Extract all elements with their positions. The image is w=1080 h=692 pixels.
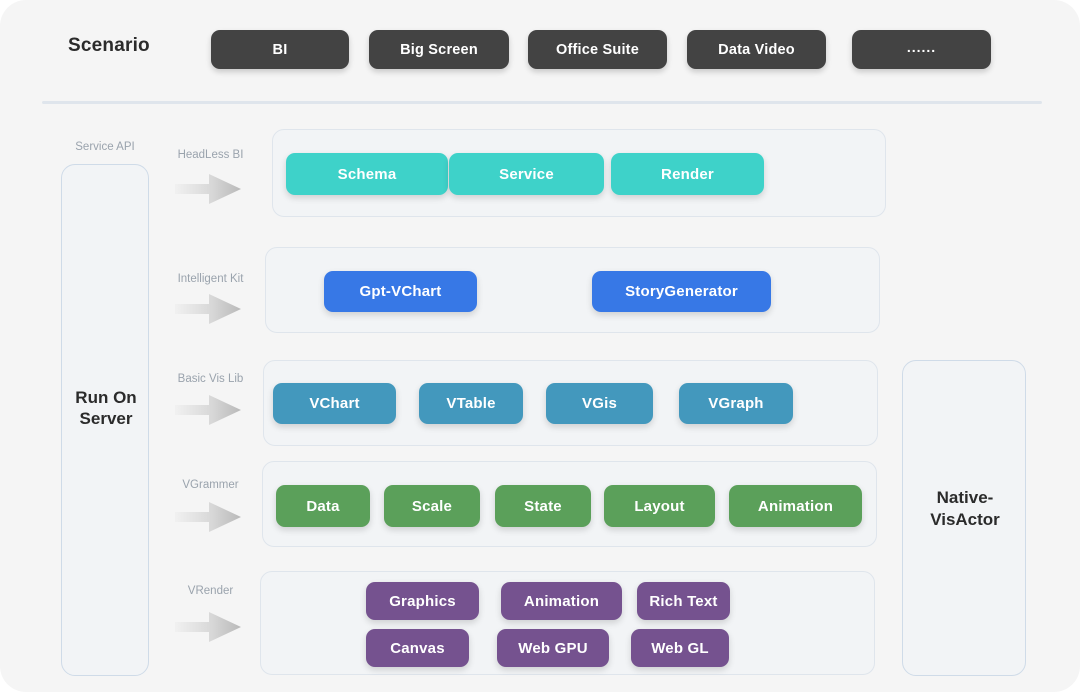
native-visactor-panel: Native- VisActor <box>902 360 1026 676</box>
module-chip-web-gl[interactable]: Web GL <box>631 629 729 667</box>
module-chip-label: Layout <box>634 497 685 515</box>
module-chip-web-gpu[interactable]: Web GPU <box>497 629 609 667</box>
arrow-right-icon <box>175 292 241 326</box>
module-chip-graphics[interactable]: Graphics <box>366 582 479 620</box>
arrow-right-icon <box>175 500 241 534</box>
module-chip-animation[interactable]: Animation <box>729 485 862 527</box>
scenario-chip-label: Data Video <box>718 41 795 58</box>
arrow-right-icon <box>175 610 241 644</box>
scenario-chip-label: ...... <box>906 39 937 55</box>
module-chip-label: State <box>524 497 562 515</box>
header-divider <box>42 101 1042 104</box>
module-chip-label: VGis <box>582 395 617 412</box>
scenario-title: Scenario <box>68 35 150 56</box>
module-chip-label: Gpt-VChart <box>359 283 442 300</box>
arrow-right-icon <box>175 172 241 206</box>
module-chip-label: Animation <box>523 592 600 610</box>
service-api-label: Service API <box>75 141 135 153</box>
module-chip-vgraph[interactable]: VGraph <box>679 383 793 424</box>
scenario-chip-data-video[interactable]: Data Video <box>687 30 826 69</box>
arrow-right-icon <box>175 393 241 427</box>
module-chip-data[interactable]: Data <box>276 485 370 527</box>
layer-label-intelligent-kit: Intelligent Kit <box>177 273 244 285</box>
run-on-server-label: Run On Server <box>75 388 137 428</box>
module-chip-label: Web GL <box>651 639 709 657</box>
module-chip-animation[interactable]: Animation <box>501 582 622 620</box>
module-chip-label: VTable <box>446 395 496 412</box>
module-chip-scale[interactable]: Scale <box>384 485 480 527</box>
module-chip-canvas[interactable]: Canvas <box>366 629 469 667</box>
module-chip-label: Animation <box>757 497 834 515</box>
scenario-chip-[interactable]: ...... <box>852 30 991 69</box>
run-on-server-panel: Run On Server <box>61 164 149 676</box>
module-chip-storygenerator[interactable]: StoryGenerator <box>592 271 771 312</box>
module-chip-label: Graphics <box>389 592 456 610</box>
module-chip-label: Rich Text <box>649 592 718 610</box>
layer-label-headless-bi: HeadLess BI <box>177 149 244 161</box>
scenario-chip-bi[interactable]: BI <box>211 30 349 69</box>
module-chip-label: Render <box>661 165 714 183</box>
scenario-chip-big-screen[interactable]: Big Screen <box>369 30 509 69</box>
module-chip-label: Schema <box>337 165 397 183</box>
module-chip-label: Scale <box>411 497 453 515</box>
module-chip-vchart[interactable]: VChart <box>273 383 396 424</box>
module-chip-render[interactable]: Render <box>611 153 764 195</box>
scenario-chip-office-suite[interactable]: Office Suite <box>528 30 667 69</box>
module-chip-schema[interactable]: Schema <box>286 153 448 195</box>
native-visactor-label: Native- VisActor <box>930 488 1000 529</box>
module-chip-state[interactable]: State <box>495 485 591 527</box>
scenario-chip-label: Big Screen <box>400 41 478 58</box>
layer-label-vgrammer: VGrammer <box>182 479 239 491</box>
module-chip-label: StoryGenerator <box>625 283 738 300</box>
module-chip-label: VChart <box>309 395 360 412</box>
module-chip-label: VGraph <box>708 395 764 412</box>
layer-label-vrender: VRender <box>187 585 234 597</box>
module-chip-vtable[interactable]: VTable <box>419 383 523 424</box>
scenario-row: Scenario BI Big Screen Office Suite Data Vi… <box>0 0 1080 102</box>
module-chip-label: Web GPU <box>518 639 588 657</box>
module-chip-service[interactable]: Service <box>449 153 604 195</box>
layer-label-basic-vis-lib: Basic Vis Lib <box>177 373 244 385</box>
module-chip-layout[interactable]: Layout <box>604 485 715 527</box>
scenario-chip-label: Office Suite <box>556 41 639 58</box>
module-chip-label: Service <box>499 165 554 183</box>
module-chip-gpt-vchart[interactable]: Gpt-VChart <box>324 271 477 312</box>
scenario-chip-label: BI <box>272 41 288 58</box>
module-chip-vgis[interactable]: VGis <box>546 383 653 424</box>
module-chip-label: Data <box>306 497 340 515</box>
module-chip-rich-text[interactable]: Rich Text <box>637 582 730 620</box>
module-chip-label: Canvas <box>390 639 445 657</box>
